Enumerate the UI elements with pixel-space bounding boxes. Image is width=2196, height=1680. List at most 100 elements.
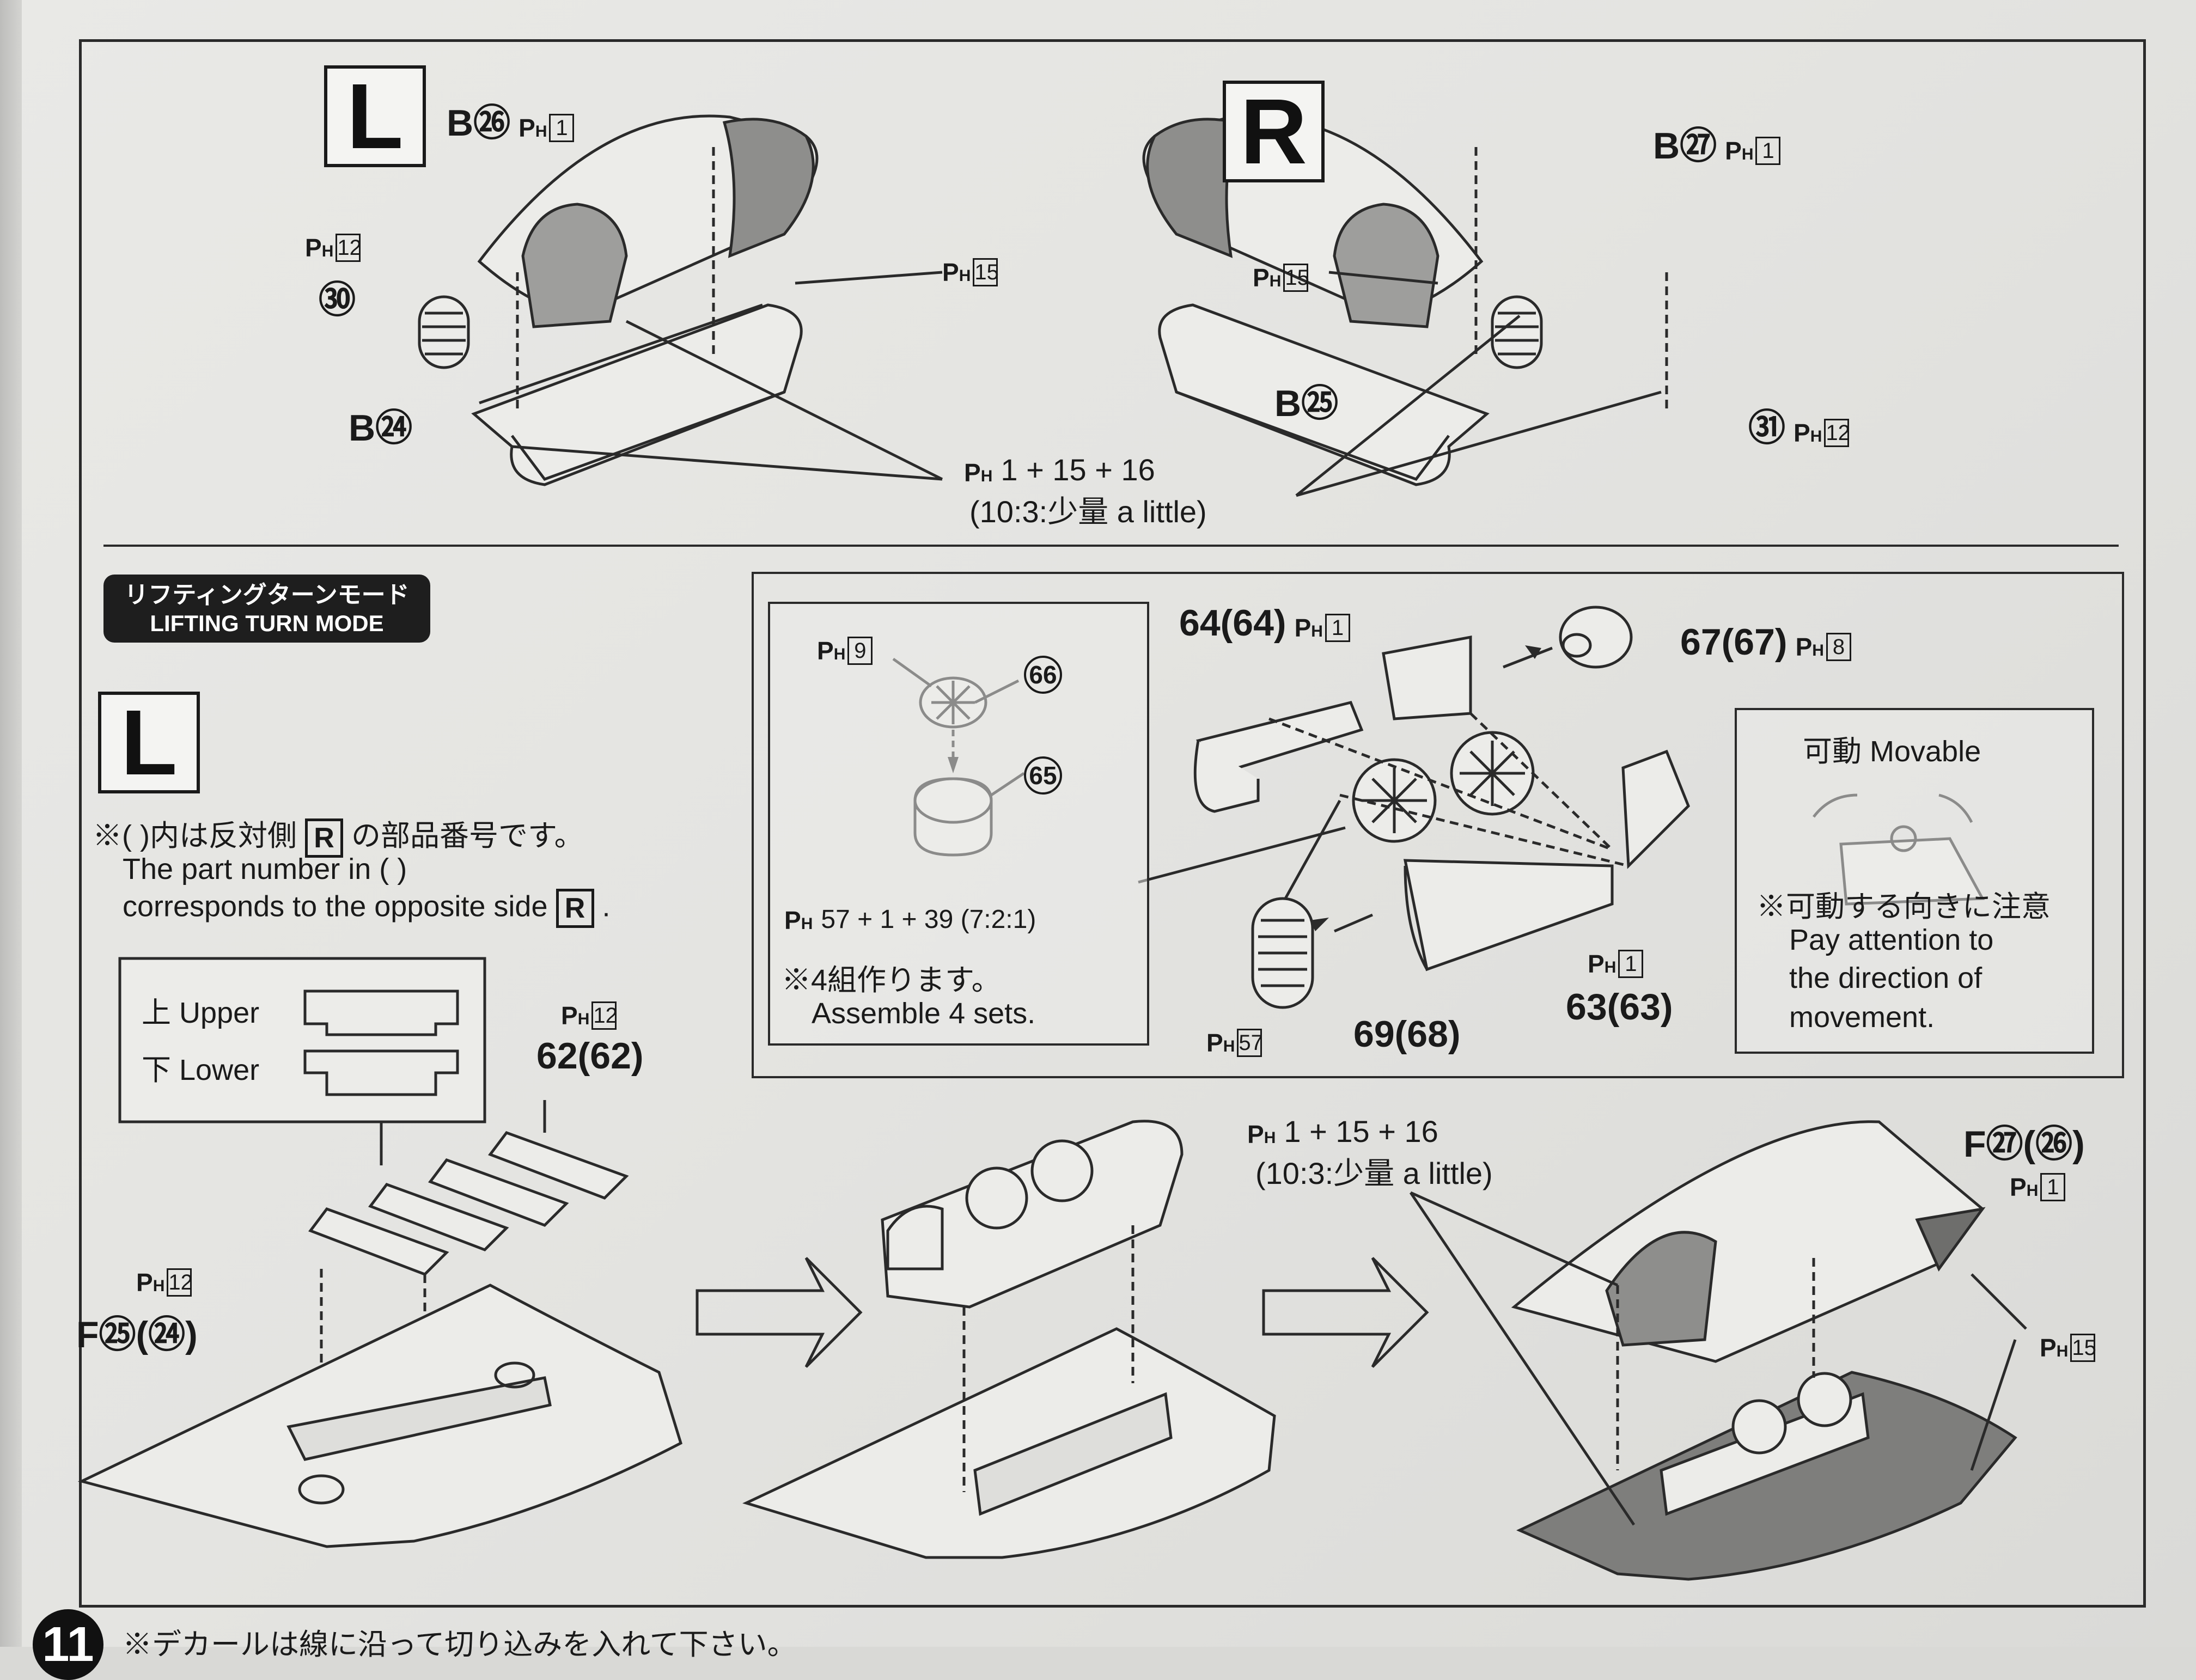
paint-number: 1 (1325, 613, 1350, 642)
part-69: 69(68) (1353, 1013, 1461, 1055)
paint-number: 1 (549, 113, 575, 142)
part-65-circle: 65 (1024, 756, 1062, 795)
paint-number: 12 (1824, 418, 1850, 447)
opposite-side-note-jp: ※( )内は反対側 R の部品番号です。 (93, 811, 584, 858)
left-side-label: L (324, 65, 426, 168)
paint-ph-icon: PH (305, 233, 334, 262)
sub-assembly-outer-panel (752, 572, 2124, 1078)
part-31: ㉛ (1748, 407, 1786, 449)
paint-mix-formula: 1 + 15 + 16 (1001, 453, 1155, 487)
opposite-side-note-en-2: corresponds to the opposite side R . (123, 889, 611, 928)
paint-ph-icon: PH (784, 906, 813, 934)
step-10-frame (79, 39, 2146, 1608)
inset-mix-formula: 57 + 1 + 39 (7:2:1) (821, 905, 1036, 934)
top-right-intake-drawing (1142, 114, 1543, 486)
part-f25: F㉕(㉔) (76, 1314, 198, 1355)
part-66-circle: 66 (1024, 656, 1062, 694)
four-sets-note-jp: ※4組作ります。 (782, 964, 1001, 997)
movable-note-en-3: movement. (1789, 1001, 1935, 1034)
movable-note-en-1: Pay attention to (1789, 924, 1994, 956)
part-63: 63(63) (1566, 986, 1673, 1028)
right-side-label: R (1223, 80, 1325, 184)
plates-62 (308, 1131, 629, 1276)
lifting-turn-mode-badge: リフティングターンモード LIFTING TURN MODE (103, 575, 430, 643)
paint-mix-ratio-bottom: (10:3:少量 a little) (1255, 1156, 1493, 1190)
paint-number: 8 (1826, 632, 1851, 661)
mode-badge-en: LIFTING TURN MODE (150, 610, 384, 636)
decal-note: ※デカールは線に沿って切り込みを入れて下さい。 (123, 1628, 797, 1661)
paint-number: 9 (847, 636, 873, 665)
paint-number: 57 (1237, 1028, 1263, 1057)
paint-ph-icon: PH (2010, 1172, 2039, 1201)
paint-number: 1 (1618, 949, 1644, 978)
paint-ph-icon: PH (561, 1001, 590, 1030)
paint-ph-icon: PH (1294, 613, 1323, 642)
paint-number: 1 (2040, 1172, 2066, 1201)
note-en-r-box: R (556, 889, 594, 928)
paint-mix-formula-bottom: 1 + 15 + 16 (1284, 1114, 1438, 1148)
section-divider (103, 545, 2119, 547)
opposite-side-note-en-1: The part number in ( ) (123, 853, 407, 885)
mode-badge-jp: リフティングターンモード (124, 581, 410, 608)
paint-ph-icon: PH (817, 636, 846, 665)
part-b26: B㉖ (447, 102, 511, 144)
paint-ph-icon: PH (518, 113, 547, 142)
note-en-2-text: corresponds to the opposite side (123, 890, 548, 923)
movable-note-panel (1735, 708, 2094, 1054)
paint-mix-ratio-top: (10:3:少量 a little) (969, 494, 1207, 529)
note-jp-text: ※( )内は反対側 (93, 820, 297, 852)
paint-mix-bottom: PH 1 + 15 + 16 (1247, 1114, 1438, 1149)
part-b24: B㉔ (349, 407, 413, 449)
four-sets-note-en: Assemble 4 sets. (812, 997, 1036, 1030)
part-30: ㉚ (319, 279, 356, 321)
note-jp-tail: の部品番号です。 (351, 820, 584, 852)
paint-ph-icon: PH (1206, 1028, 1235, 1057)
movable-title: 可動 Movable (1803, 735, 1981, 768)
part-b25: B㉕ (1274, 383, 1339, 424)
paint-number: 1 (1755, 136, 1781, 165)
paint-ph-icon: PH (136, 1268, 165, 1297)
wheel-assembly-inset (768, 602, 1149, 1046)
paint-ph-icon: PH (2040, 1333, 2069, 1362)
paint-number: 15 (1283, 263, 1309, 292)
part-f27: F㉗(㉖) (1963, 1123, 2085, 1165)
part-65: 65 (1024, 752, 1062, 795)
movable-note-jp: ※可動する向きに注意 (1756, 890, 2051, 923)
part-62: 62(62) (536, 1035, 644, 1077)
paint-number: 12 (167, 1268, 193, 1297)
paint-mix-top: PH 1 + 15 + 16 (964, 452, 1155, 487)
part-66: 66 (1024, 651, 1062, 694)
paint-ph-icon: PH (1253, 263, 1282, 292)
movable-note-en-2: the direction of (1789, 962, 1982, 994)
lower-label: 下 Lower (142, 1054, 260, 1086)
paint-ph-icon: PH (1725, 136, 1754, 165)
upper-label: 上 Upper (142, 997, 260, 1029)
paint-ph-icon: PH (964, 458, 993, 487)
paint-ph-icon: PH (1794, 418, 1822, 447)
note-jp-r-box: R (304, 818, 343, 858)
paint-number: 12 (591, 1001, 618, 1030)
part-b27: B㉗ (1653, 125, 1717, 167)
inset-mix: PH 57 + 1 + 39 (7:2:1) (784, 901, 1036, 935)
paint-number: 15 (2070, 1333, 2096, 1362)
part-64: 64(64) (1179, 602, 1286, 644)
step-11-number: 11 (33, 1609, 103, 1680)
previous-page-edge (0, 0, 22, 1647)
paint-ph-icon: PH (1588, 949, 1616, 978)
paint-number: 12 (335, 233, 362, 262)
